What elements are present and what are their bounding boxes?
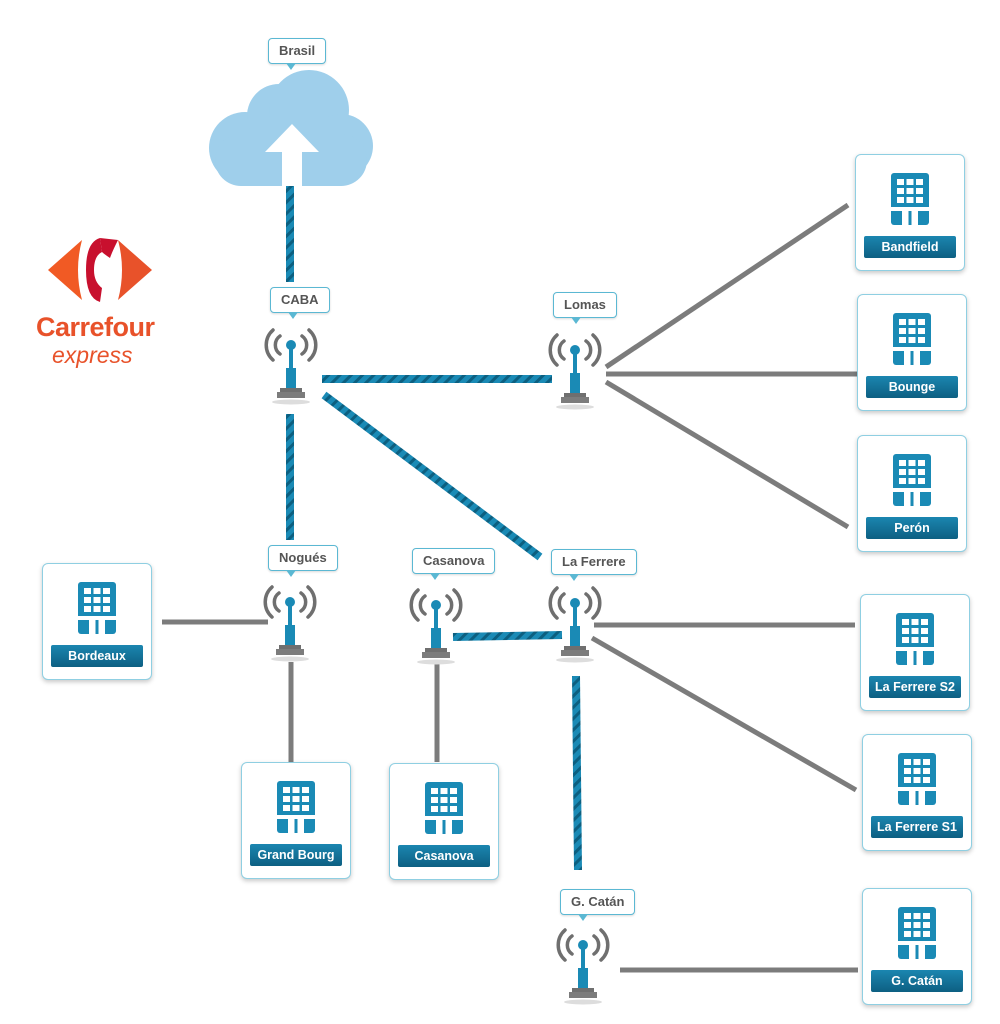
backbone-link-laferrere-gcatan: [572, 675, 582, 871]
building-icon: [893, 313, 931, 365]
site-card-laferrere-s2[interactable]: La Ferrere S2: [860, 594, 970, 711]
building-icon: [277, 781, 315, 833]
building-icon: [898, 907, 936, 959]
logo-left-chevron: [48, 240, 82, 300]
access-link-lomas-bandfield: [604, 202, 850, 370]
site-card-grandbourg[interactable]: Grand Bourg: [241, 762, 351, 879]
logo-right-chevron: [118, 240, 152, 300]
antenna-tower-icon-laferrere[interactable]: [548, 578, 602, 668]
access-link-lomas-peron: [604, 379, 850, 530]
building-icon: [896, 613, 934, 665]
antenna-tower-icon-casanova[interactable]: [409, 580, 463, 670]
tower-label-casanova: Casanova: [412, 548, 496, 580]
cloud-shape: [209, 70, 373, 186]
site-label-bordeaux: Bordeaux: [51, 645, 143, 667]
antenna-tower-icon-gcatan[interactable]: [556, 920, 610, 1010]
logo-center-c-right: [100, 238, 118, 258]
site-label-bounge: Bounge: [866, 376, 958, 398]
antenna-tower-icon-nogues[interactable]: [263, 577, 317, 667]
site-label-bandfield: Bandfield: [864, 236, 956, 258]
site-card-casanova[interactable]: Casanova: [389, 763, 499, 880]
antenna-tower-icon-lomas[interactable]: [548, 325, 602, 415]
access-link-laferrere-s1: [590, 635, 858, 793]
carrefour-logo-icon: [48, 238, 152, 302]
logo-center-c: [86, 238, 102, 302]
site-label-casanova: Casanova: [398, 845, 490, 867]
site-card-bandfield[interactable]: Bandfield: [855, 154, 965, 271]
building-icon: [78, 582, 116, 634]
site-card-peron[interactable]: Perón: [857, 435, 967, 552]
backbone-link-casanova-laferrere: [452, 631, 563, 641]
antenna-tower-icon-caba[interactable]: [264, 320, 318, 410]
site-card-laferrere-s1[interactable]: La Ferrere S1: [862, 734, 972, 851]
building-icon: [898, 753, 936, 805]
brand-subtitle: express: [52, 342, 133, 368]
site-label-laferrere-s1: La Ferrere S1: [871, 816, 963, 838]
brand-name: Carrefour: [36, 312, 155, 342]
tower-label-laferrere: La Ferrere: [551, 549, 637, 581]
tower-label-lomas: Lomas: [553, 292, 617, 324]
building-icon: [425, 782, 463, 834]
tower-label-gcatan: G. Catán: [560, 889, 636, 921]
site-label-peron: Perón: [866, 517, 958, 539]
site-label-grandbourg: Grand Bourg: [250, 844, 342, 866]
site-card-bounge[interactable]: Bounge: [857, 294, 967, 411]
site-label-gcatan: G. Catán: [871, 970, 963, 992]
site-label-laferrere-s2: La Ferrere S2: [869, 676, 961, 698]
cloud-icon: [209, 70, 373, 186]
tower-label-caba: CABA: [270, 287, 330, 319]
tower-label-nogues: Nogués: [268, 545, 338, 577]
backbone-link-caba-laferrere: [321, 391, 543, 561]
site-card-bordeaux[interactable]: Bordeaux: [42, 563, 152, 680]
building-icon: [891, 173, 929, 225]
upload-arrow-icon: [265, 124, 319, 186]
building-icon: [893, 454, 931, 506]
cloud-label: Brasil: [268, 38, 327, 70]
site-card-gcatan[interactable]: G. Catán: [862, 888, 972, 1005]
